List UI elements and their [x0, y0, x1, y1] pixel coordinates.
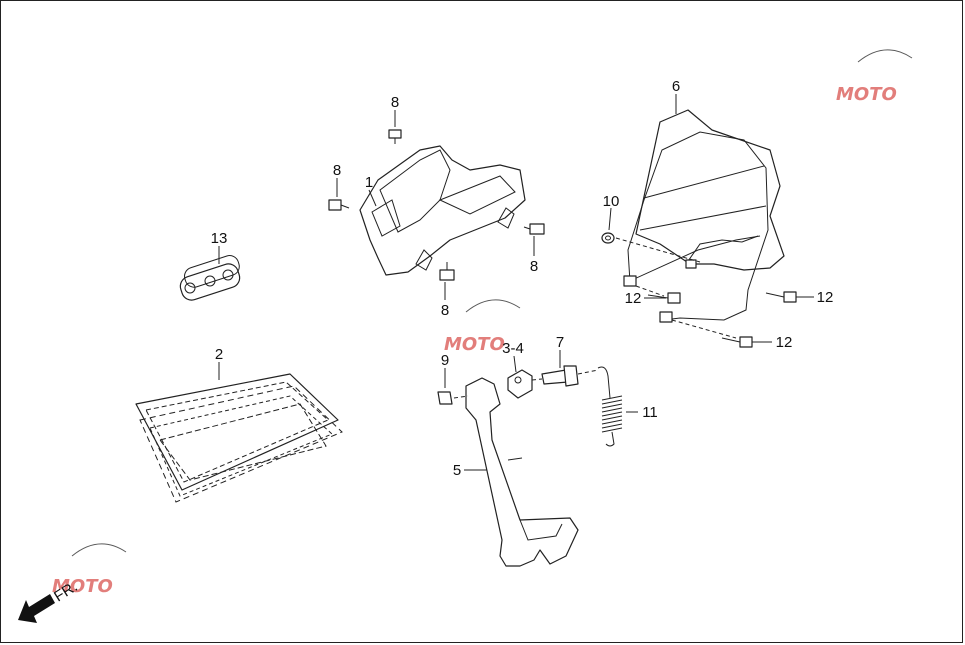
nut-10-part	[601, 232, 615, 244]
bolt-8-right	[523, 223, 545, 235]
callout-3-4: 3-4	[502, 340, 524, 357]
guard-frame-part	[623, 109, 785, 323]
master-link-part	[179, 255, 241, 301]
drive-chain-part	[135, 373, 343, 503]
callout-9: 9	[441, 352, 449, 369]
nut-9-part	[437, 391, 453, 405]
watermark-bottom-left: MOTO	[52, 543, 127, 597]
bolt-12-b	[765, 291, 797, 303]
callout-8-left: 8	[333, 162, 341, 179]
side-stand-part	[465, 377, 579, 567]
watermark-center: MOTO	[444, 299, 521, 355]
bushing-3-4-part	[507, 369, 533, 399]
callout-8-top: 8	[391, 94, 399, 111]
callout-2: 2	[215, 346, 223, 363]
arrow-down-left-icon	[18, 594, 55, 623]
callout-7: 7	[556, 334, 564, 351]
chain-guard-part	[359, 145, 526, 276]
watermark-top-right: MOTO	[836, 49, 913, 105]
callout-12-a: 12	[625, 290, 642, 307]
bolt-8-bottom	[439, 262, 455, 281]
callout-5: 5	[453, 462, 461, 479]
callout-11: 11	[642, 404, 658, 421]
callout-12-b: 12	[817, 289, 834, 306]
callout-8-right: 8	[530, 258, 538, 275]
watermark-text-center: MOTO	[444, 334, 505, 355]
spring-11-part	[597, 366, 623, 447]
callout-6: 6	[672, 78, 680, 95]
bolt-8-left	[328, 199, 350, 211]
bolt-12-c	[721, 336, 753, 348]
watermark-text: MOTO	[836, 84, 897, 105]
watermark-text-bottom: MOTO	[52, 576, 113, 597]
callout-10: 10	[603, 193, 620, 210]
bolt-8-top	[388, 129, 402, 144]
callout-12-c: 12	[776, 334, 793, 351]
callout-8-bottom: 8	[441, 302, 449, 319]
pivot-bolt-7-part	[541, 365, 579, 387]
callout-13: 13	[211, 230, 228, 247]
callout-1: 1	[365, 174, 373, 191]
